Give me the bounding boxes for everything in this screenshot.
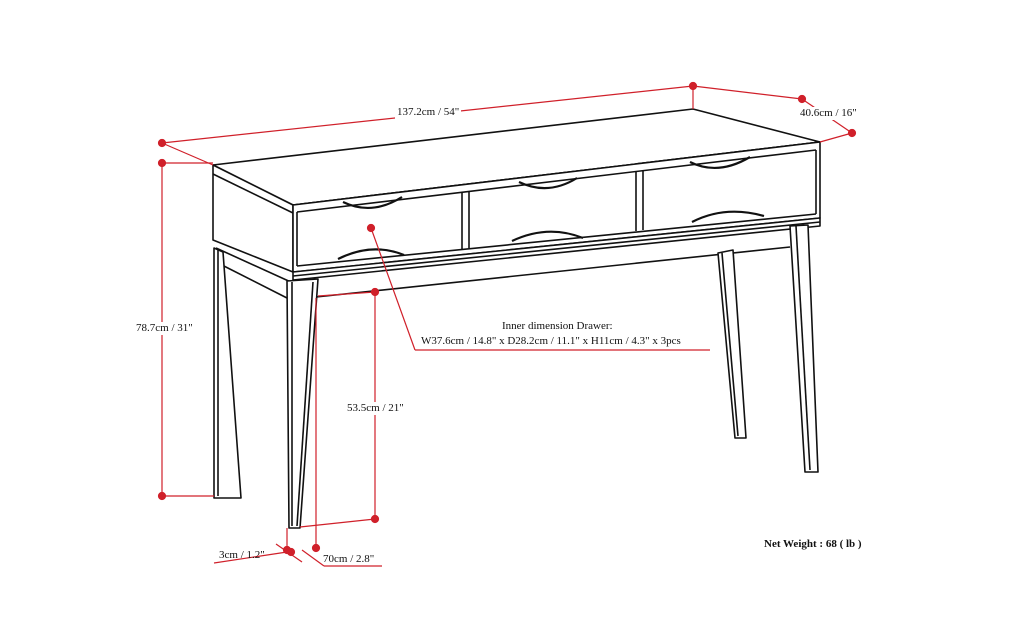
leg-top-width-label: 70cm / 2.8"	[323, 553, 375, 565]
drawer-3-bottom-pull	[691, 210, 765, 223]
leg-clearance-label: 53.5cm / 21"	[345, 402, 406, 415]
leg-front-left	[286, 278, 319, 529]
leg-bottom-width-label: 3cm / 1.2"	[219, 549, 265, 561]
height-dimension-label: 78.7cm / 31"	[134, 322, 195, 335]
net-weight-label: Net Weight : 68 ( lb )	[764, 538, 862, 550]
drawer-2-bottom-pull	[511, 230, 584, 242]
leg-back-left	[213, 247, 242, 499]
drawer-2-top-pull	[518, 177, 578, 190]
dimension-lines	[157, 81, 857, 567]
depth-dimension-label: 40.6cm / 16"	[798, 107, 859, 120]
leg-front-right	[789, 224, 819, 473]
drawer-3-top-pull	[689, 156, 751, 170]
drawer-note-title: Inner dimension Drawer:	[502, 320, 613, 332]
drawer-1-bottom-pull	[337, 248, 405, 260]
width-dimension-label: 137.2cm / 54"	[395, 106, 462, 119]
table-outline	[212, 108, 821, 529]
leg-back-right	[717, 249, 747, 439]
drawer-1-top-pull	[342, 196, 403, 210]
drawer-note-detail: W37.6cm / 14.8" x D28.2cm / 11.1" x H11c…	[421, 335, 681, 347]
